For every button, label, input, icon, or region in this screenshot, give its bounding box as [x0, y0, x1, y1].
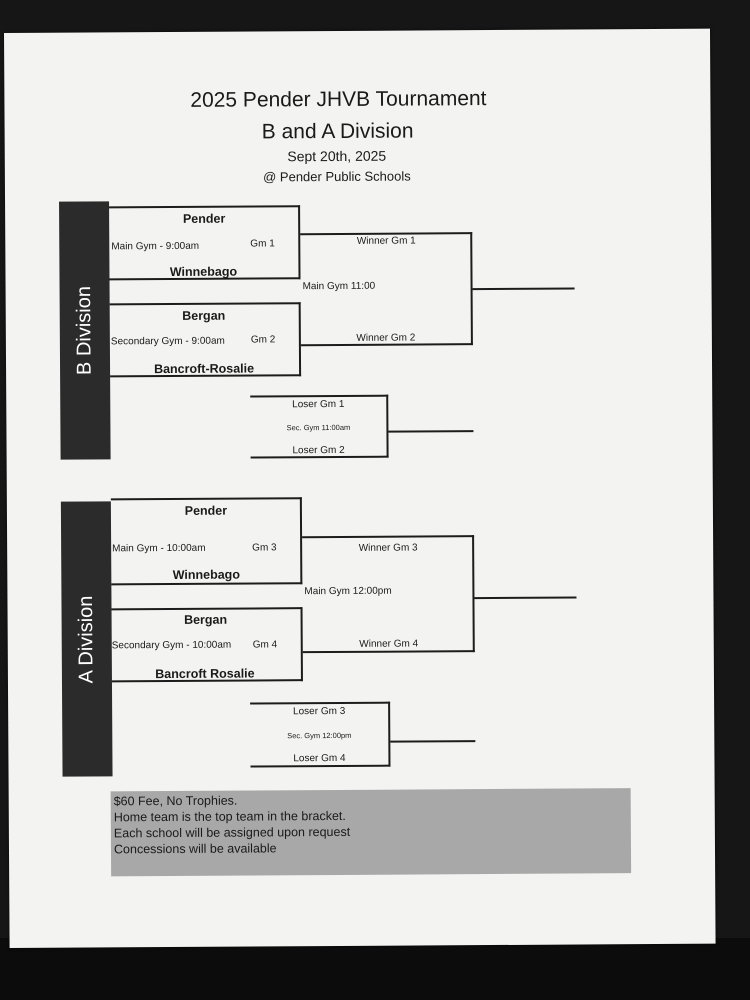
- g2-venue: Secondary Gym - 9:00am: [110, 335, 225, 348]
- b-consolation-winner-line: [388, 430, 474, 433]
- g3-bottom-team: Winnebago: [172, 567, 240, 582]
- g3-venue: Main Gym - 10:00am: [112, 542, 206, 555]
- g1-top-team: Pender: [182, 211, 226, 226]
- a-division-banner: A Division: [60, 501, 113, 777]
- a-consolation-connector: [388, 701, 391, 767]
- b-consolation-bottom-entry: Loser Gm 2: [292, 444, 345, 457]
- g1-venue: Main Gym - 9:00am: [111, 240, 200, 253]
- event-location: @ Pender Public Schools: [263, 168, 411, 185]
- g4-venue: Secondary Gym - 10:00am: [111, 639, 232, 652]
- g3-top-line: [110, 497, 302, 501]
- a-consolation-bottom-entry: Loser Gm 4: [293, 752, 346, 765]
- a-division-label: A Division: [74, 595, 98, 683]
- a-final-bottom-line: [302, 650, 475, 654]
- a-consolation-venue: Sec. Gym 12:00pm: [287, 730, 352, 741]
- a-final-connector: [472, 535, 475, 653]
- a-final-top-line: [302, 535, 475, 539]
- page-title: 2025 Pender JHVB Tournament: [190, 87, 487, 112]
- a-consolation-winner-line: [390, 740, 476, 743]
- b-consolation-connector: [386, 394, 389, 458]
- bracket-sheet: 2025 Pender JHVB Tournament B and A Divi…: [4, 28, 716, 948]
- event-date: Sept 20th, 2025: [287, 147, 387, 165]
- g4-game-number: Gm 4: [252, 639, 278, 651]
- g2-top-line: [109, 302, 301, 306]
- a-champion-line: [474, 596, 577, 600]
- b-consolation-top-line: [250, 394, 389, 398]
- g2-bottom-team: Bancroft-Rosalie: [153, 361, 255, 377]
- a-consolation-top-line: [250, 701, 391, 705]
- g1-game-number: Gm 1: [250, 238, 275, 250]
- b-final-top-entry: Winner Gm 1: [356, 235, 416, 247]
- b-division-banner: B Division: [59, 201, 111, 460]
- g3-connector: [299, 497, 303, 585]
- a-final-venue: Main Gym 12:00pm: [304, 585, 392, 598]
- page-subtitle: B and A Division: [261, 119, 414, 144]
- a-final-bottom-entry: Winner Gm 4: [359, 638, 419, 650]
- g3-top-team: Pender: [184, 503, 228, 518]
- b-consolation-top-entry: Loser Gm 1: [292, 398, 345, 411]
- note-concessions: Concessions will be available: [113, 841, 277, 857]
- a-consolation-bottom-line: [250, 764, 391, 768]
- b-final-bottom-entry: Winner Gm 2: [356, 332, 416, 344]
- b-final-venue: Main Gym 11:00: [302, 280, 376, 293]
- table-surface: [0, 938, 750, 1000]
- g1-bottom-team: Winnebago: [169, 264, 238, 279]
- notes-box: $60 Fee, No Trophies. Home team is the t…: [110, 788, 632, 877]
- b-champion-line: [472, 287, 575, 291]
- g4-connector: [300, 607, 303, 682]
- g2-game-number: Gm 2: [250, 334, 276, 346]
- g2-connector: [298, 302, 302, 377]
- g3-game-number: Gm 3: [252, 542, 277, 554]
- g2-top-team: Bergan: [182, 308, 226, 323]
- g4-top-team: Bergan: [184, 612, 228, 627]
- g1-top-line: [109, 205, 301, 209]
- a-final-top-entry: Winner Gm 3: [358, 542, 418, 554]
- b-consolation-venue: Sec. Gym 11:00am: [286, 422, 351, 433]
- g4-top-line: [111, 607, 303, 611]
- g4-bottom-team: Bancroft Rosalie: [155, 666, 255, 682]
- a-consolation-top-entry: Loser Gm 3: [292, 705, 346, 718]
- b-division-label: B Division: [73, 285, 96, 376]
- g3-bottom-line: [111, 582, 303, 586]
- g1-connector: [298, 205, 301, 280]
